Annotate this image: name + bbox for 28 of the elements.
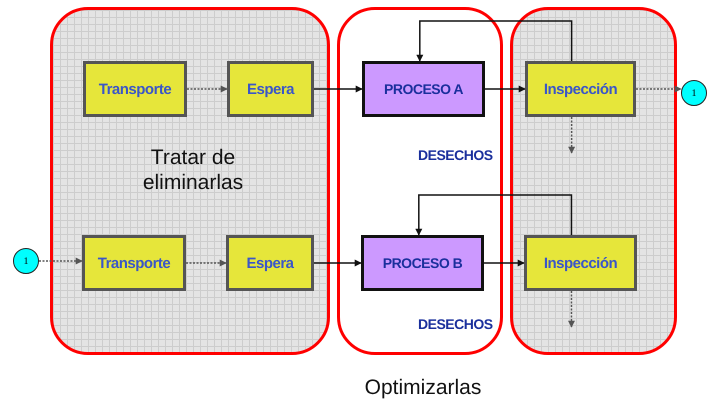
arrow <box>416 20 572 62</box>
process-box: PROCESO B <box>361 235 484 291</box>
group-panel <box>50 7 330 355</box>
process-box: PROCESO A <box>362 61 485 117</box>
connector-circle: 1 <box>13 248 39 274</box>
arrow <box>314 260 362 266</box>
arrow <box>186 260 227 266</box>
process-box: Espera <box>227 61 314 117</box>
process-box: Inspección <box>525 61 636 117</box>
arrow <box>568 291 575 328</box>
process-box: Transporte <box>82 235 186 291</box>
group-caption: Optimizarlas <box>364 375 482 400</box>
waste-label: DESECHOS <box>418 316 493 332</box>
connector-circle: 1 <box>681 80 707 106</box>
process-box: Espera <box>226 235 314 291</box>
arrow <box>187 86 228 92</box>
arrow <box>485 86 526 92</box>
group-panel <box>510 7 677 355</box>
arrow <box>568 117 576 154</box>
group-title: Tratar de eliminarlas <box>142 145 244 196</box>
waste-label: DESECHOS <box>418 147 493 163</box>
arrow <box>415 194 572 236</box>
arrow <box>636 86 682 92</box>
process-box: Transporte <box>83 61 187 117</box>
arrow <box>39 258 83 264</box>
arrow <box>484 260 525 266</box>
arrow <box>314 86 363 92</box>
process-box: Inspección <box>524 235 637 291</box>
